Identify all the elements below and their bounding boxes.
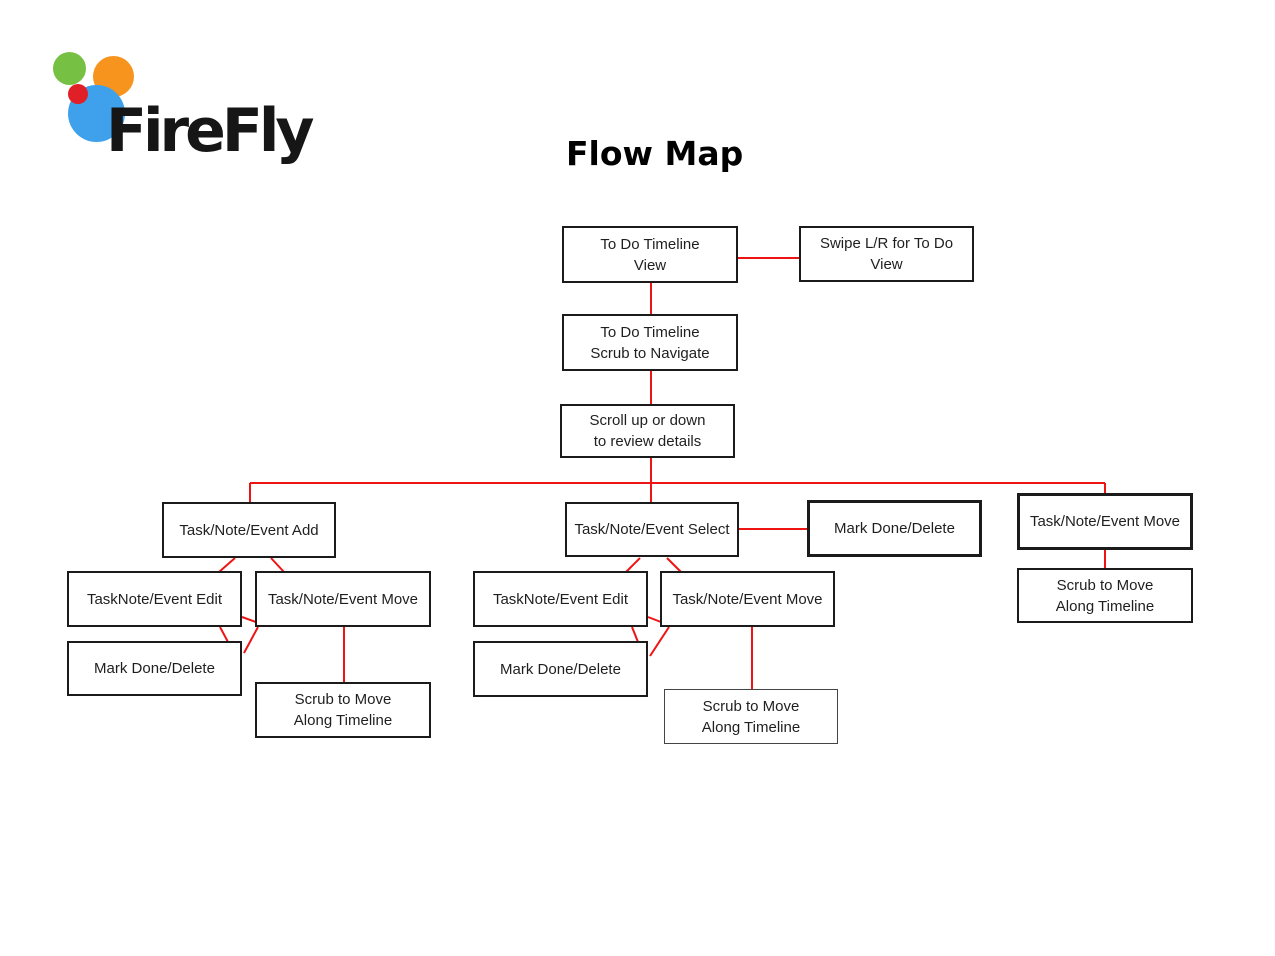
logo-circle-green bbox=[53, 52, 86, 85]
connector-left-add-to-move bbox=[270, 557, 285, 573]
node-right-scrub-move: Scrub to Move Along Timeline bbox=[1017, 568, 1193, 623]
connector-mid-move-to-mark bbox=[649, 626, 670, 657]
node-todo-timeline-view: To Do Timeline View bbox=[562, 226, 738, 283]
node-swipe-lr-todo-view: Swipe L/R for To Do View bbox=[799, 226, 974, 282]
node-left-mark-done: Mark Done/Delete bbox=[67, 641, 242, 696]
node-left-add: Task/Note/Event Add bbox=[162, 502, 336, 558]
connector-left-move-to-mark bbox=[243, 626, 259, 654]
node-mid-move: Task/Note/Event Move bbox=[660, 571, 835, 627]
connector-select-to-move bbox=[666, 557, 682, 573]
connector-mid-edit-to-move bbox=[647, 616, 662, 623]
node-mid-edit: TaskNote/Event Edit bbox=[473, 571, 648, 627]
page-title: Flow Map bbox=[566, 134, 744, 173]
node-left-scrub-move: Scrub to Move Along Timeline bbox=[255, 682, 431, 738]
connector-select-to-edit bbox=[625, 557, 641, 573]
node-mid-mark-done: Mark Done/Delete bbox=[473, 641, 648, 697]
node-left-move: Task/Note/Event Move bbox=[255, 571, 431, 627]
node-scrub-to-navigate: To Do Timeline Scrub to Navigate bbox=[562, 314, 738, 371]
node-left-edit: TaskNote/Event Edit bbox=[67, 571, 242, 627]
connector-left-edit-to-move bbox=[241, 616, 257, 623]
connector-mid-edit-to-mark bbox=[631, 626, 639, 643]
node-scroll-review: Scroll up or down to review details bbox=[560, 404, 735, 458]
logo-text: FireFly bbox=[106, 96, 314, 166]
connector-left-add-to-edit bbox=[218, 557, 236, 573]
node-mid-scrub-move: Scrub to Move Along Timeline bbox=[664, 689, 838, 744]
logo-circle-red bbox=[68, 84, 88, 104]
node-select: Task/Note/Event Select bbox=[565, 502, 739, 557]
node-mark-done-right: Mark Done/Delete bbox=[807, 500, 982, 557]
connector-left-edit-to-mark bbox=[219, 626, 229, 643]
node-right-move: Task/Note/Event Move bbox=[1017, 493, 1193, 550]
